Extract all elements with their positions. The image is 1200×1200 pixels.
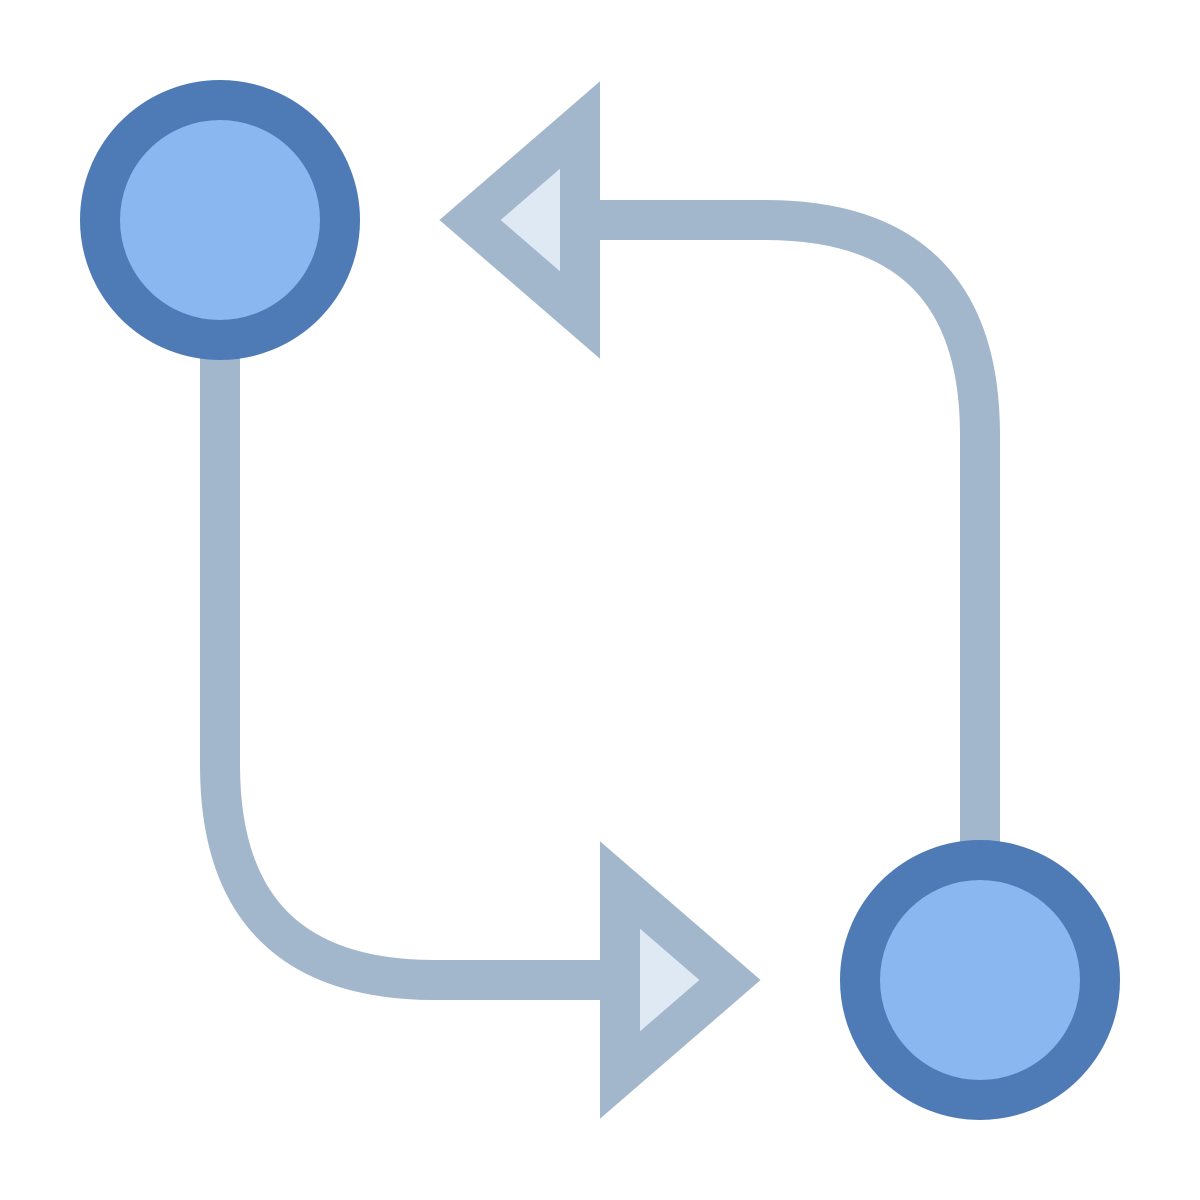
connector-left-path bbox=[200, 350, 620, 1000]
arrow-left-icon bbox=[439, 81, 600, 359]
connector-right-path bbox=[580, 200, 1000, 850]
end-node-icon bbox=[840, 840, 1120, 1120]
start-node-icon bbox=[80, 80, 360, 360]
arrow-right-icon bbox=[600, 841, 761, 1119]
